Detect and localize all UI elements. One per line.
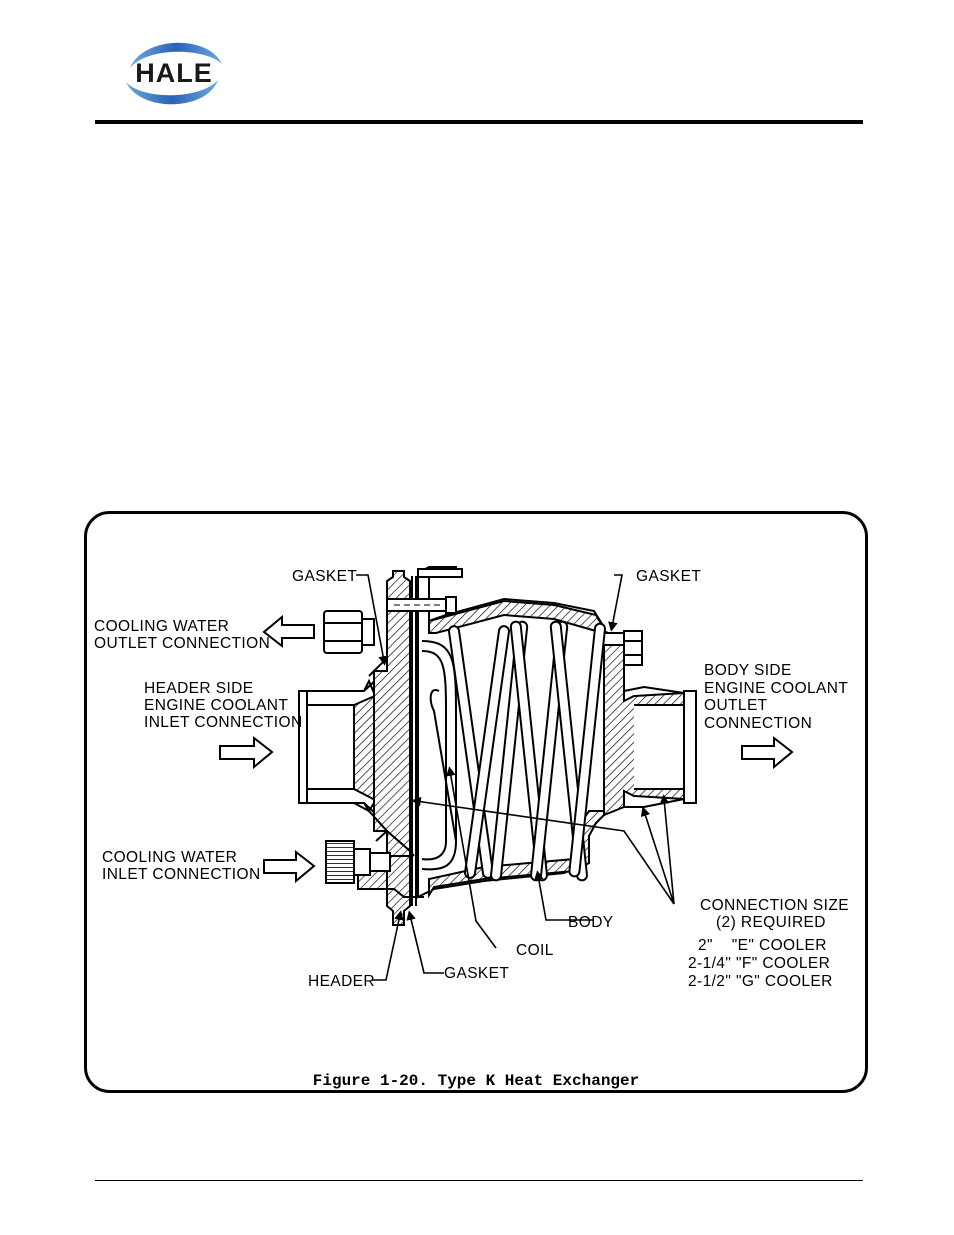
arrow-cooling-water-outlet — [262, 614, 315, 649]
cooling-water-inlet-fitting — [325, 840, 391, 884]
label-connection-size-2: (2) REQUIRED — [716, 914, 826, 931]
body-side-outlet-nozzle — [603, 629, 697, 817]
arrow-header-side-inlet — [219, 735, 274, 770]
figure-caption: Figure 1-20. Type K Heat Exchanger — [313, 1072, 639, 1090]
label-header-side-3: INLET CONNECTION — [144, 714, 303, 731]
footer-rule — [95, 1180, 863, 1181]
header-side-inlet-nozzle — [298, 678, 378, 816]
cooling-water-outlet-fitting — [323, 610, 375, 654]
label-cooling-water-inlet-1: COOLING WATER — [102, 849, 237, 866]
internal-tube — [421, 640, 457, 871]
label-gasket-bottom: GASKET — [444, 965, 509, 982]
label-cooling-water-outlet-2: OUTLET CONNECTION — [94, 635, 270, 652]
arrow-body-side-outlet — [741, 735, 794, 770]
label-body-side-3: OUTLET — [704, 697, 768, 714]
arrow-cooling-water-inlet — [263, 849, 316, 884]
label-gasket-top-right: GASKET — [636, 568, 701, 585]
label-cooler-f: 2-1/4" "F" COOLER — [688, 955, 830, 972]
label-cooling-water-outlet-1: COOLING WATER — [94, 618, 229, 635]
label-body: BODY — [568, 914, 614, 931]
leader-lines — [356, 574, 675, 981]
label-cooler-e: 2" "E" COOLER — [698, 937, 827, 954]
callout-labels: GASKET GASKET COOLING WATER OUTLET CONNE… — [94, 568, 849, 990]
label-gasket-top-left: GASKET — [292, 568, 357, 585]
label-header-side-2: ENGINE COOLANT — [144, 697, 288, 714]
header-rule — [95, 120, 863, 124]
label-cooler-g: 2-1/2" "G" COOLER — [688, 973, 833, 990]
logo-text: HALE — [135, 58, 213, 88]
label-body-side-1: BODY SIDE — [704, 662, 792, 679]
label-coil: COIL — [516, 942, 554, 959]
hale-logo: HALE — [118, 38, 230, 108]
label-body-side-4: CONNECTION — [704, 715, 812, 732]
header-bolt-top — [386, 596, 457, 614]
header-casting — [353, 570, 424, 926]
label-body-side-2: ENGINE COOLANT — [704, 680, 848, 697]
label-cooling-water-inlet-2: INLET CONNECTION — [102, 866, 261, 883]
figure-type-k-heat-exchanger: GASKET GASKET COOLING WATER OUTLET CONNE… — [84, 511, 868, 1093]
label-header: HEADER — [308, 973, 375, 990]
heat-exchanger-drawing — [298, 566, 697, 926]
label-connection-size-1: CONNECTION SIZE — [700, 897, 849, 914]
coil — [429, 620, 606, 882]
figure-frame — [84, 511, 868, 1093]
label-header-side-1: HEADER SIDE — [144, 680, 253, 697]
